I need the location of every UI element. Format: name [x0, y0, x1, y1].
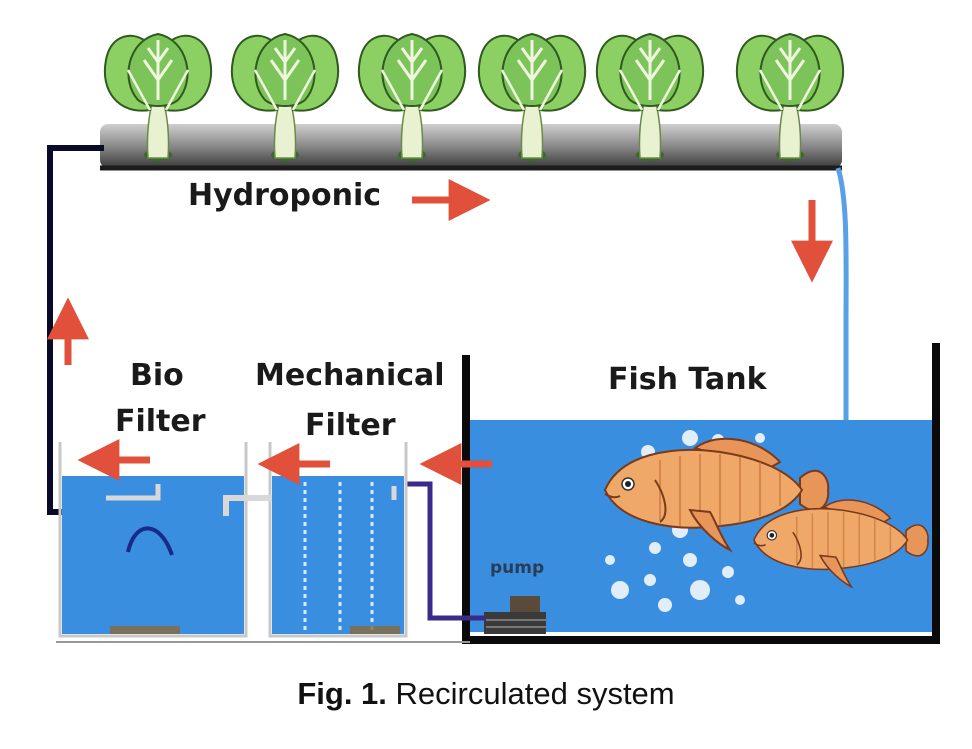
mechanical-filter-water — [272, 476, 404, 634]
pipe-mech-to-bio — [223, 495, 272, 516]
fish-tank-wall — [462, 343, 940, 644]
bio-filter-wall — [58, 442, 248, 638]
pump-icon — [484, 596, 546, 634]
figure-caption: Fig. 1. Recirculated system — [0, 676, 972, 712]
mechanical-filter-label-line1: Mechanical — [255, 358, 445, 393]
overflow-stream — [835, 167, 849, 420]
bio-filter-label-line1: Bio — [130, 358, 184, 393]
pump-label: pump — [490, 558, 545, 578]
bio-filter-label-line2: Filter — [115, 404, 206, 439]
flow-arrows — [47, 179, 833, 485]
sludge — [110, 626, 180, 634]
mechanical-filter-wall — [268, 442, 408, 638]
hydroponic-bed — [100, 124, 842, 168]
caption-prefix: Fig. 1. — [297, 676, 387, 711]
bio-media — [126, 526, 174, 556]
fish-tank-label: Fish Tank — [608, 362, 767, 397]
filter-media — [303, 482, 374, 630]
sludge — [350, 626, 400, 634]
mechanical-filter-label-line2: Filter — [305, 408, 396, 443]
pipe-bio-outlet — [106, 484, 161, 501]
bio-filter-water — [62, 476, 244, 634]
caption-text: Recirculated system — [386, 676, 675, 711]
pump-pipe — [406, 481, 486, 621]
hydroponic-label: Hydroponic — [188, 178, 382, 213]
